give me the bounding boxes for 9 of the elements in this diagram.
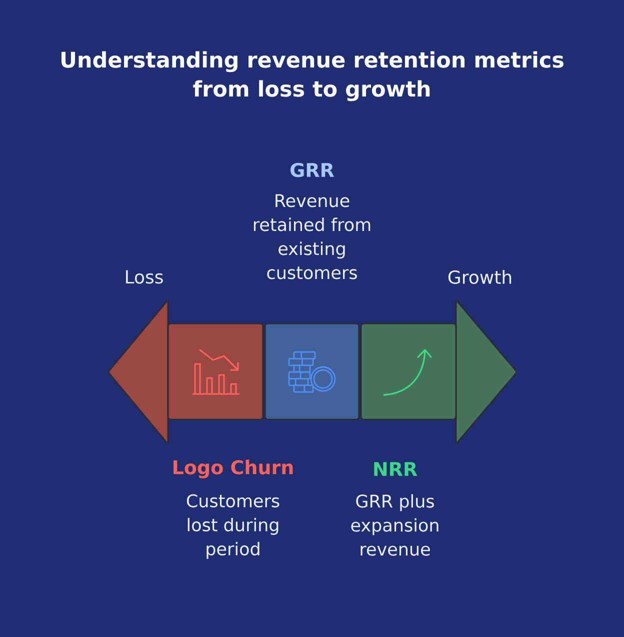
metric-heading: NRR (374, 462, 418, 476)
metric-heading: GRR (290, 162, 334, 178)
description-text: GRR plus expansion revenue (351, 494, 438, 556)
title: Understanding revenue retention metrics from loss to growth (62, 51, 564, 102)
arrow-label: Growth (448, 270, 512, 284)
description-text: Customers lost during period (186, 494, 280, 559)
description-text: Revenue retained from existing customers (254, 194, 370, 280)
arrow-label: Loss (126, 270, 163, 284)
metric-heading: Logo Churn (174, 460, 293, 478)
